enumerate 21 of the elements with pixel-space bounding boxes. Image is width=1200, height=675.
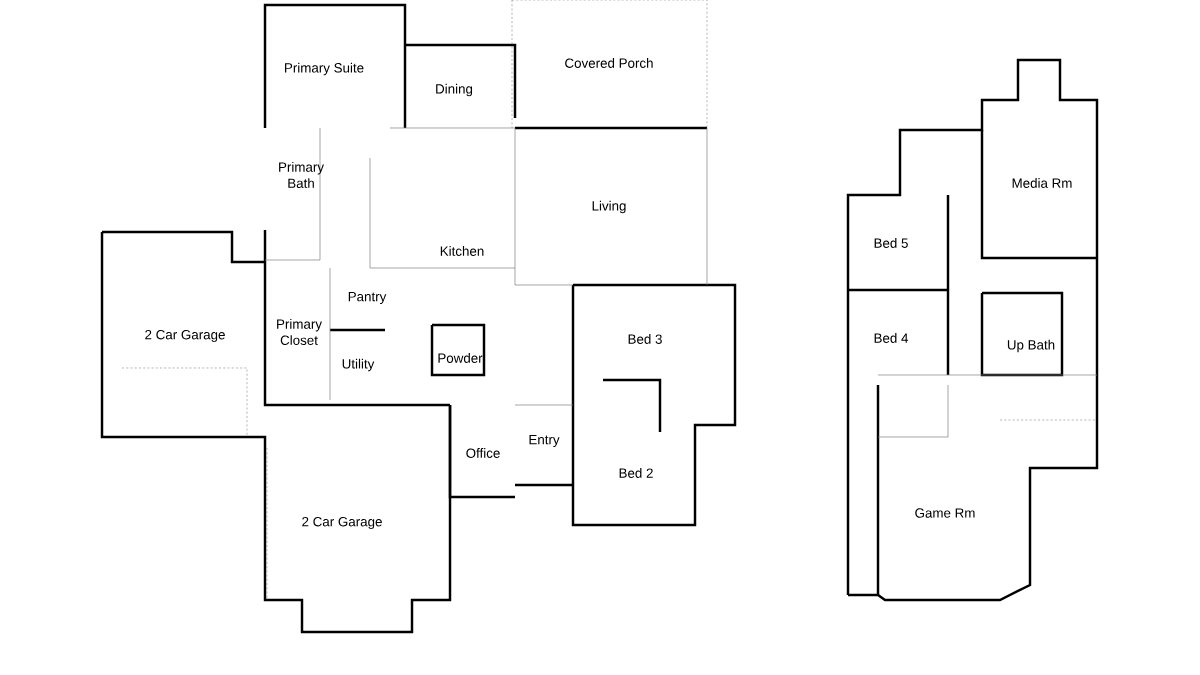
room-label: Primary Bath <box>279 162 324 188</box>
room-label: Primary Closet <box>277 319 322 345</box>
room-label: Pantry <box>348 292 387 304</box>
room-label: Living <box>592 200 626 214</box>
room-label: Dining <box>436 83 473 97</box>
room-label: Kitchen <box>440 246 484 256</box>
room-label: Bed 5 <box>874 238 908 248</box>
room-label: Bed 4 <box>874 333 909 343</box>
room-label: Entry <box>529 435 560 447</box>
room-label: 2 Car Garage <box>302 516 382 530</box>
room-label: Utility <box>342 358 375 372</box>
room-label: 2 Car Garage <box>145 329 225 343</box>
room-label: Primary Suite <box>285 62 364 76</box>
room-label: Office <box>466 448 500 458</box>
room-label: Covered Porch <box>565 58 653 68</box>
room-label: Up Bath <box>1007 339 1055 353</box>
room-label: Bed 3 <box>628 334 662 344</box>
room-label: Powder <box>438 353 483 363</box>
room-label: Media Rm <box>1012 178 1072 188</box>
room-label: Bed 2 <box>619 468 653 478</box>
room-label: Game Rm <box>915 508 975 518</box>
